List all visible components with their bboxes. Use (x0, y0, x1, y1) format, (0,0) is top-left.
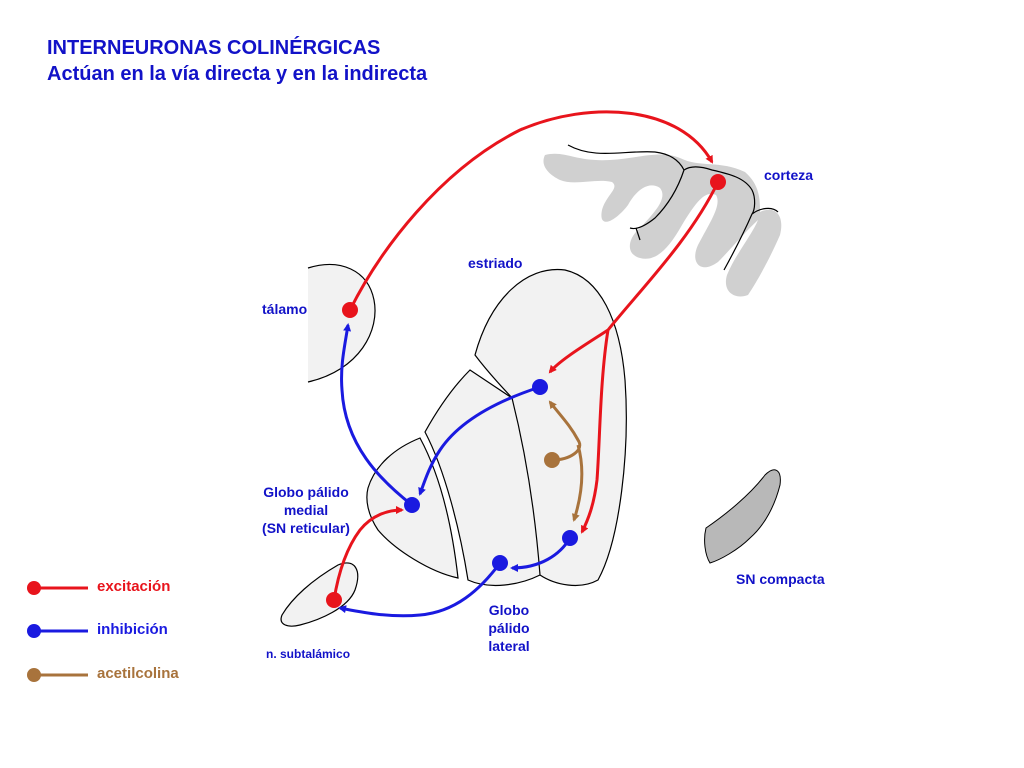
cortex-to-striatum-pathway (548, 181, 720, 374)
striatum-neuron-bottom (562, 530, 578, 546)
label-gp-medial-line-1: Globo pálido (263, 484, 349, 500)
sn-compacta-shape (704, 469, 781, 564)
gp-medial-to-thalamus-pathway (340, 323, 413, 507)
cortex-neuron (710, 174, 726, 190)
legend-inhibition-swatch (27, 624, 88, 638)
label-gp-medial-line-2: medial (283, 502, 329, 518)
interneuron-to-striatum-bottom-pathway (572, 444, 584, 522)
legend-acetylcholine-label: acetilcolina (97, 665, 179, 682)
striatum-to-gp-medial-pathway (418, 385, 541, 496)
page-title: INTERNEURONAS COLINÉRGICAS Actúan en la … (47, 35, 427, 87)
label-corteza: corteza (764, 167, 814, 183)
label-gp-lateral-line-3: lateral (488, 638, 530, 654)
legend-excitation-swatch (27, 581, 88, 595)
gp-medial-neuron (404, 497, 420, 513)
subthalamic-shape (280, 562, 359, 627)
striatum-neuron-top (532, 379, 548, 395)
cholinergic-interneuron (544, 452, 560, 468)
subthalamic-neuron (326, 592, 342, 608)
label-gp-medial: Globo pálido medial (SN reticular) (250, 483, 362, 537)
thalamus-neuron (342, 302, 358, 318)
label-sn-compacta: SN compacta (736, 571, 825, 587)
label-gp-medial-line-3: (SN reticular) (262, 520, 350, 536)
legend-inhibition-label: inhibición (97, 621, 168, 638)
label-gp-lateral-line-1: Globo (488, 602, 530, 618)
label-gp-lateral-line-2: pálido (488, 620, 530, 636)
legend-acetylcholine-swatch (27, 668, 88, 682)
thalamus-to-cortex-pathway (348, 110, 714, 311)
gp-lateral-shape (424, 369, 541, 586)
title-line-1: INTERNEURONAS COLINÉRGICAS (47, 37, 381, 59)
label-estriado: estriado (468, 255, 523, 271)
gp-lateral-neuron (492, 555, 508, 571)
legend-excitation-label: excitación (97, 578, 171, 595)
gp-lateral-to-subthalamic-pathway (338, 562, 502, 618)
label-subtalamico: n. subtalámico (266, 647, 351, 661)
label-talamo: tálamo (262, 301, 308, 317)
subthalamic-to-gp-medial-pathway (332, 506, 404, 601)
interneuron-to-striatum-top-pathway (548, 400, 582, 462)
title-line-2: Actúan en la vía directa y en la indirec… (47, 63, 428, 85)
cortex-to-striatum-pathway-2 (580, 329, 610, 534)
label-gp-lateral: Globo pálido lateral (476, 601, 542, 655)
cortex-shape (543, 144, 782, 297)
